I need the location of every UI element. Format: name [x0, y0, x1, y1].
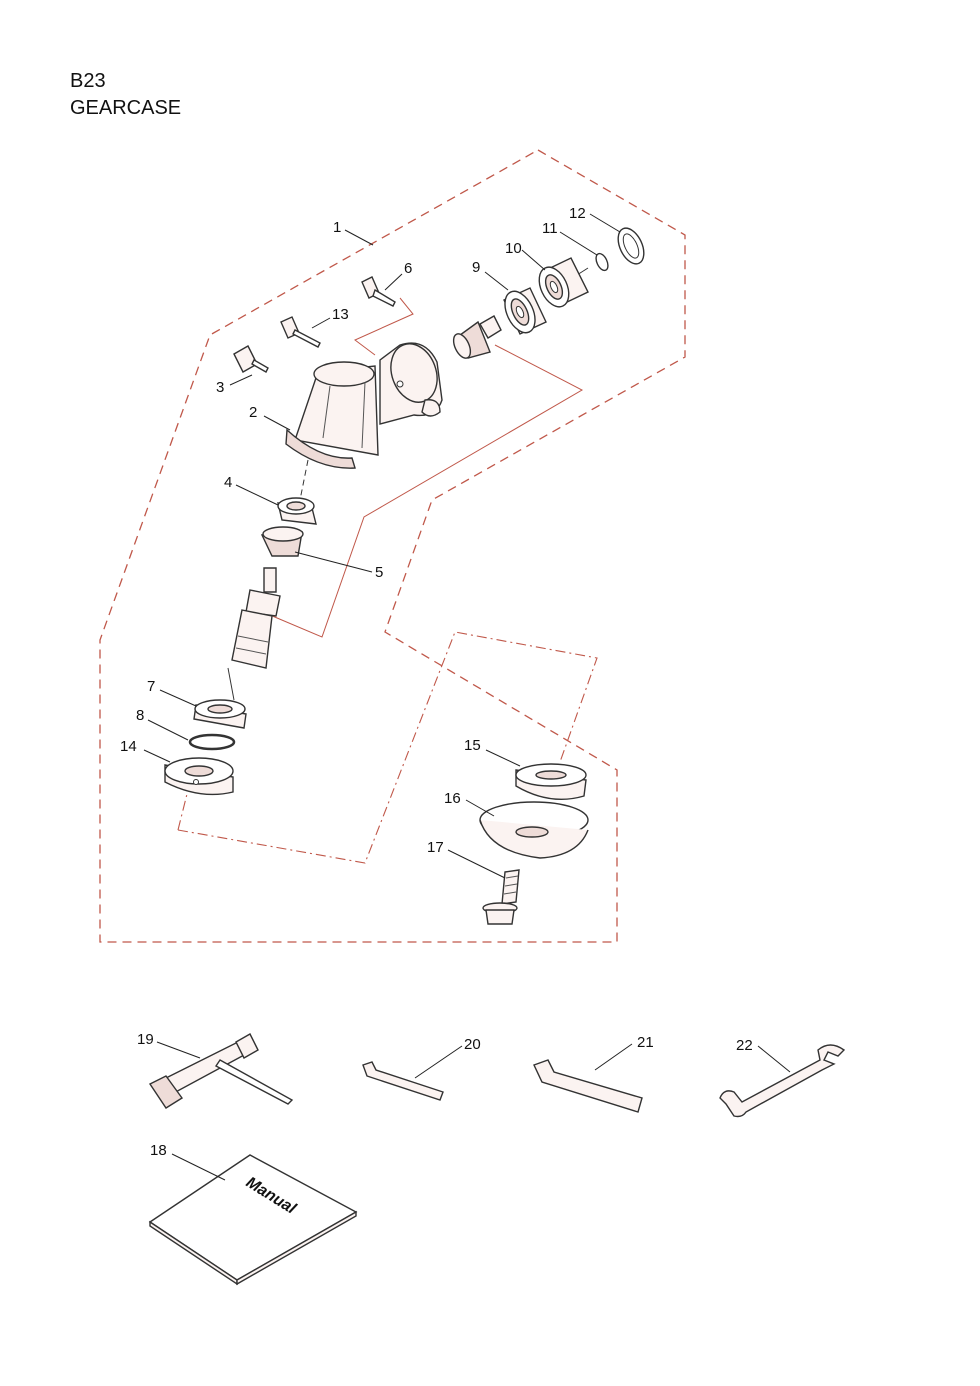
part-8-circlip [188, 733, 236, 751]
callout-20: 20 [464, 1036, 481, 1053]
callout-3: 3 [216, 379, 224, 396]
part-2-gearcase-housing [285, 342, 443, 469]
assembly-line-bolt [354, 297, 414, 356]
part-spindle-shaft [231, 567, 281, 669]
gearcase-group-boundary [99, 149, 686, 943]
callout-4: 4 [224, 474, 232, 491]
callout-2: 2 [249, 404, 257, 421]
part-pinion-gear [452, 315, 502, 359]
callout-13: 13 [332, 306, 349, 323]
part-16-guard-cup [479, 801, 589, 859]
section-title: GEARCASE [70, 97, 182, 119]
callout-14: 14 [120, 738, 137, 755]
part-9-ball-bearing [503, 287, 547, 335]
part-21-hex-key-large [533, 1059, 643, 1113]
model-code: B23 [70, 70, 106, 92]
part-7-ball-bearing [193, 699, 247, 729]
part-18-owners-manual: Manual [148, 1154, 358, 1286]
part-13-bolt [280, 316, 321, 348]
callout-1: 1 [333, 219, 341, 236]
part-5-bevel-gear [260, 526, 304, 557]
part-6-bolt [361, 276, 396, 307]
page-header: B23 GEARCASE [70, 68, 181, 122]
callout-9: 9 [472, 259, 480, 276]
leader-lines [143, 213, 791, 1181]
assembly-line-gear [269, 344, 584, 638]
part-4-ball-bearing [277, 497, 317, 525]
part-17-flange-bolt [482, 869, 520, 925]
part-10-ball-bearing [538, 257, 589, 308]
callout-19: 19 [137, 1031, 154, 1048]
callout-10: 10 [505, 240, 522, 257]
callout-labels: 1 2 3 4 5 6 7 8 9 10 11 12 13 14 15 16 1… [120, 205, 753, 1159]
callout-21: 21 [637, 1034, 654, 1051]
callout-12: 12 [569, 205, 586, 222]
part-19-plug-wrench [148, 1033, 294, 1109]
callout-7: 7 [147, 678, 155, 695]
part-22-double-wrench [719, 1044, 846, 1118]
callout-6: 6 [404, 260, 412, 277]
callout-17: 17 [427, 839, 444, 856]
callout-15: 15 [464, 737, 481, 754]
part-11-snap-ring [595, 252, 609, 272]
callout-16: 16 [444, 790, 461, 807]
part-14-blade-holder [164, 757, 234, 796]
callout-22: 22 [736, 1037, 753, 1054]
part-12-circlip [617, 227, 645, 265]
callout-5: 5 [375, 564, 383, 581]
callout-8: 8 [136, 707, 144, 724]
axis-line-shaft-2 [227, 667, 235, 701]
callout-11: 11 [542, 220, 558, 237]
blade-holder-subgroup-line-2 [177, 631, 598, 864]
axis-line-shaft [299, 459, 309, 501]
callout-18: 18 [150, 1142, 167, 1159]
part-3-bolt [233, 345, 269, 373]
part-20-hex-key-small [362, 1061, 444, 1101]
part-15-washer [515, 763, 587, 801]
